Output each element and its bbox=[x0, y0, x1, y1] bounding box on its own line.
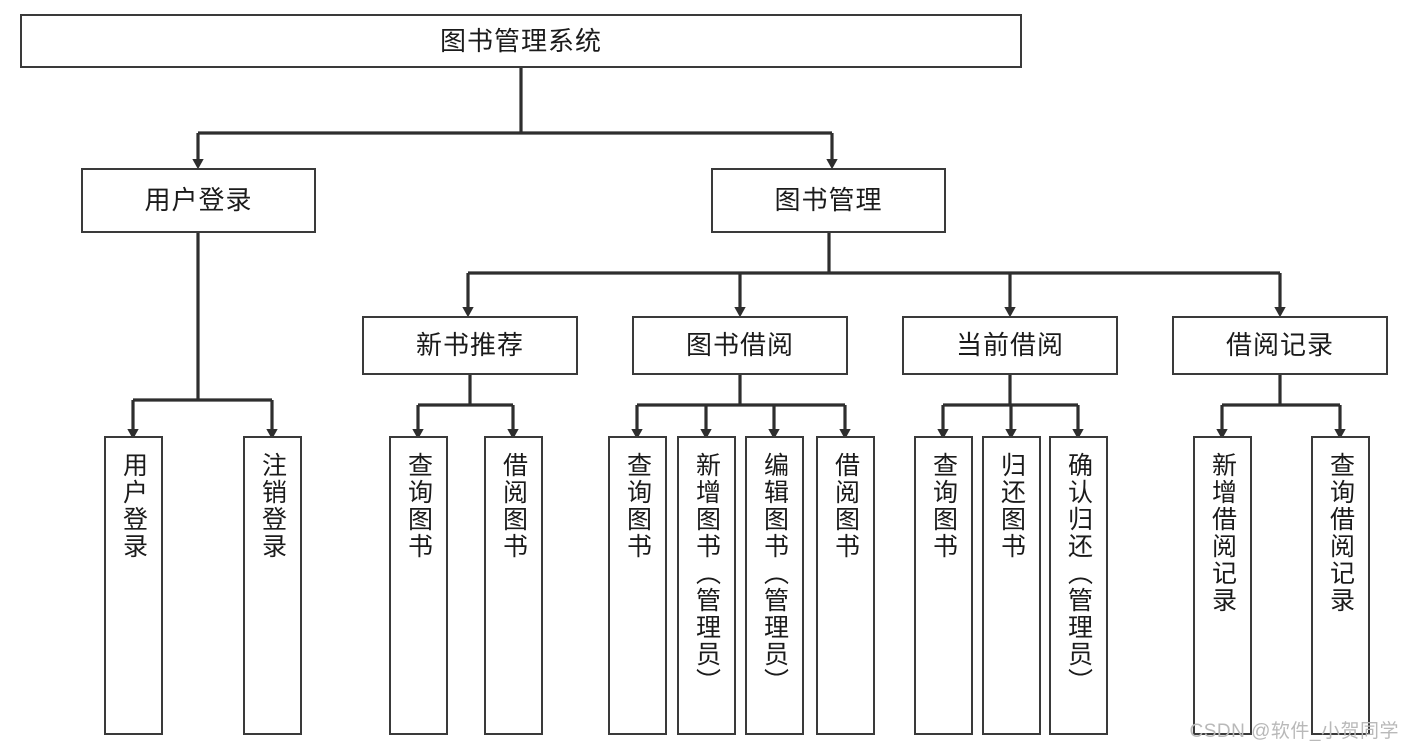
node-new-book-recommend[interactable]: 新书推荐 bbox=[362, 316, 578, 375]
leaf-current-borrow-3[interactable]: 确认归还（管理员） bbox=[1049, 436, 1108, 735]
leaf-borrow-record-2[interactable]: 查询借阅记录 bbox=[1311, 436, 1370, 735]
node-label: 查询图书 bbox=[404, 452, 433, 560]
node-label: 查询图书 bbox=[623, 452, 652, 560]
node-label: 借阅图书 bbox=[831, 452, 860, 560]
node-label: 新增图书（管理员） bbox=[692, 452, 721, 695]
node-label: 用户登录 bbox=[119, 452, 148, 560]
node-label: 归还图书 bbox=[997, 452, 1026, 560]
node-label: 当前借阅 bbox=[955, 330, 1064, 361]
csdn-watermark: CSDN @软件_小贺同学 bbox=[1189, 721, 1399, 742]
leaf-borrow-record-1[interactable]: 新增借阅记录 bbox=[1193, 436, 1252, 735]
node-label: 借阅记录 bbox=[1225, 330, 1334, 361]
leaf-current-borrow-1[interactable]: 查询图书 bbox=[914, 436, 973, 735]
node-label: 图书管理系统 bbox=[439, 25, 602, 56]
node-label: 新增借阅记录 bbox=[1208, 452, 1237, 614]
node-book-manage[interactable]: 图书管理 bbox=[711, 168, 946, 233]
node-user-login[interactable]: 用户登录 bbox=[81, 168, 316, 233]
leaf-book-borrow-2[interactable]: 新增图书（管理员） bbox=[677, 436, 736, 735]
node-root[interactable]: 图书管理系统 bbox=[20, 14, 1022, 68]
leaf-book-borrow-1[interactable]: 查询图书 bbox=[608, 436, 667, 735]
node-label: 用户登录 bbox=[144, 185, 253, 216]
leaf-user-login-1[interactable]: 用户登录 bbox=[104, 436, 163, 735]
node-label: 借阅图书 bbox=[499, 452, 528, 560]
node-current-borrow[interactable]: 当前借阅 bbox=[902, 316, 1118, 375]
leaf-new-book-1[interactable]: 查询图书 bbox=[389, 436, 448, 735]
node-label: 新书推荐 bbox=[415, 330, 524, 361]
node-label: 查询图书 bbox=[929, 452, 958, 560]
node-label: 查询借阅记录 bbox=[1326, 452, 1355, 614]
node-label: 注销登录 bbox=[258, 452, 287, 560]
node-book-borrow[interactable]: 图书借阅 bbox=[632, 316, 848, 375]
leaf-book-borrow-4[interactable]: 借阅图书 bbox=[816, 436, 875, 735]
node-label: 图书借阅 bbox=[685, 330, 794, 361]
leaf-current-borrow-2[interactable]: 归还图书 bbox=[982, 436, 1041, 735]
node-label: 图书管理 bbox=[774, 185, 883, 216]
node-label: 确认归还（管理员） bbox=[1064, 452, 1093, 695]
leaf-user-login-2[interactable]: 注销登录 bbox=[243, 436, 302, 735]
leaf-book-borrow-3[interactable]: 编辑图书（管理员） bbox=[745, 436, 804, 735]
leaf-new-book-2[interactable]: 借阅图书 bbox=[484, 436, 543, 735]
node-borrow-record[interactable]: 借阅记录 bbox=[1172, 316, 1388, 375]
node-label: 编辑图书（管理员） bbox=[760, 452, 789, 695]
